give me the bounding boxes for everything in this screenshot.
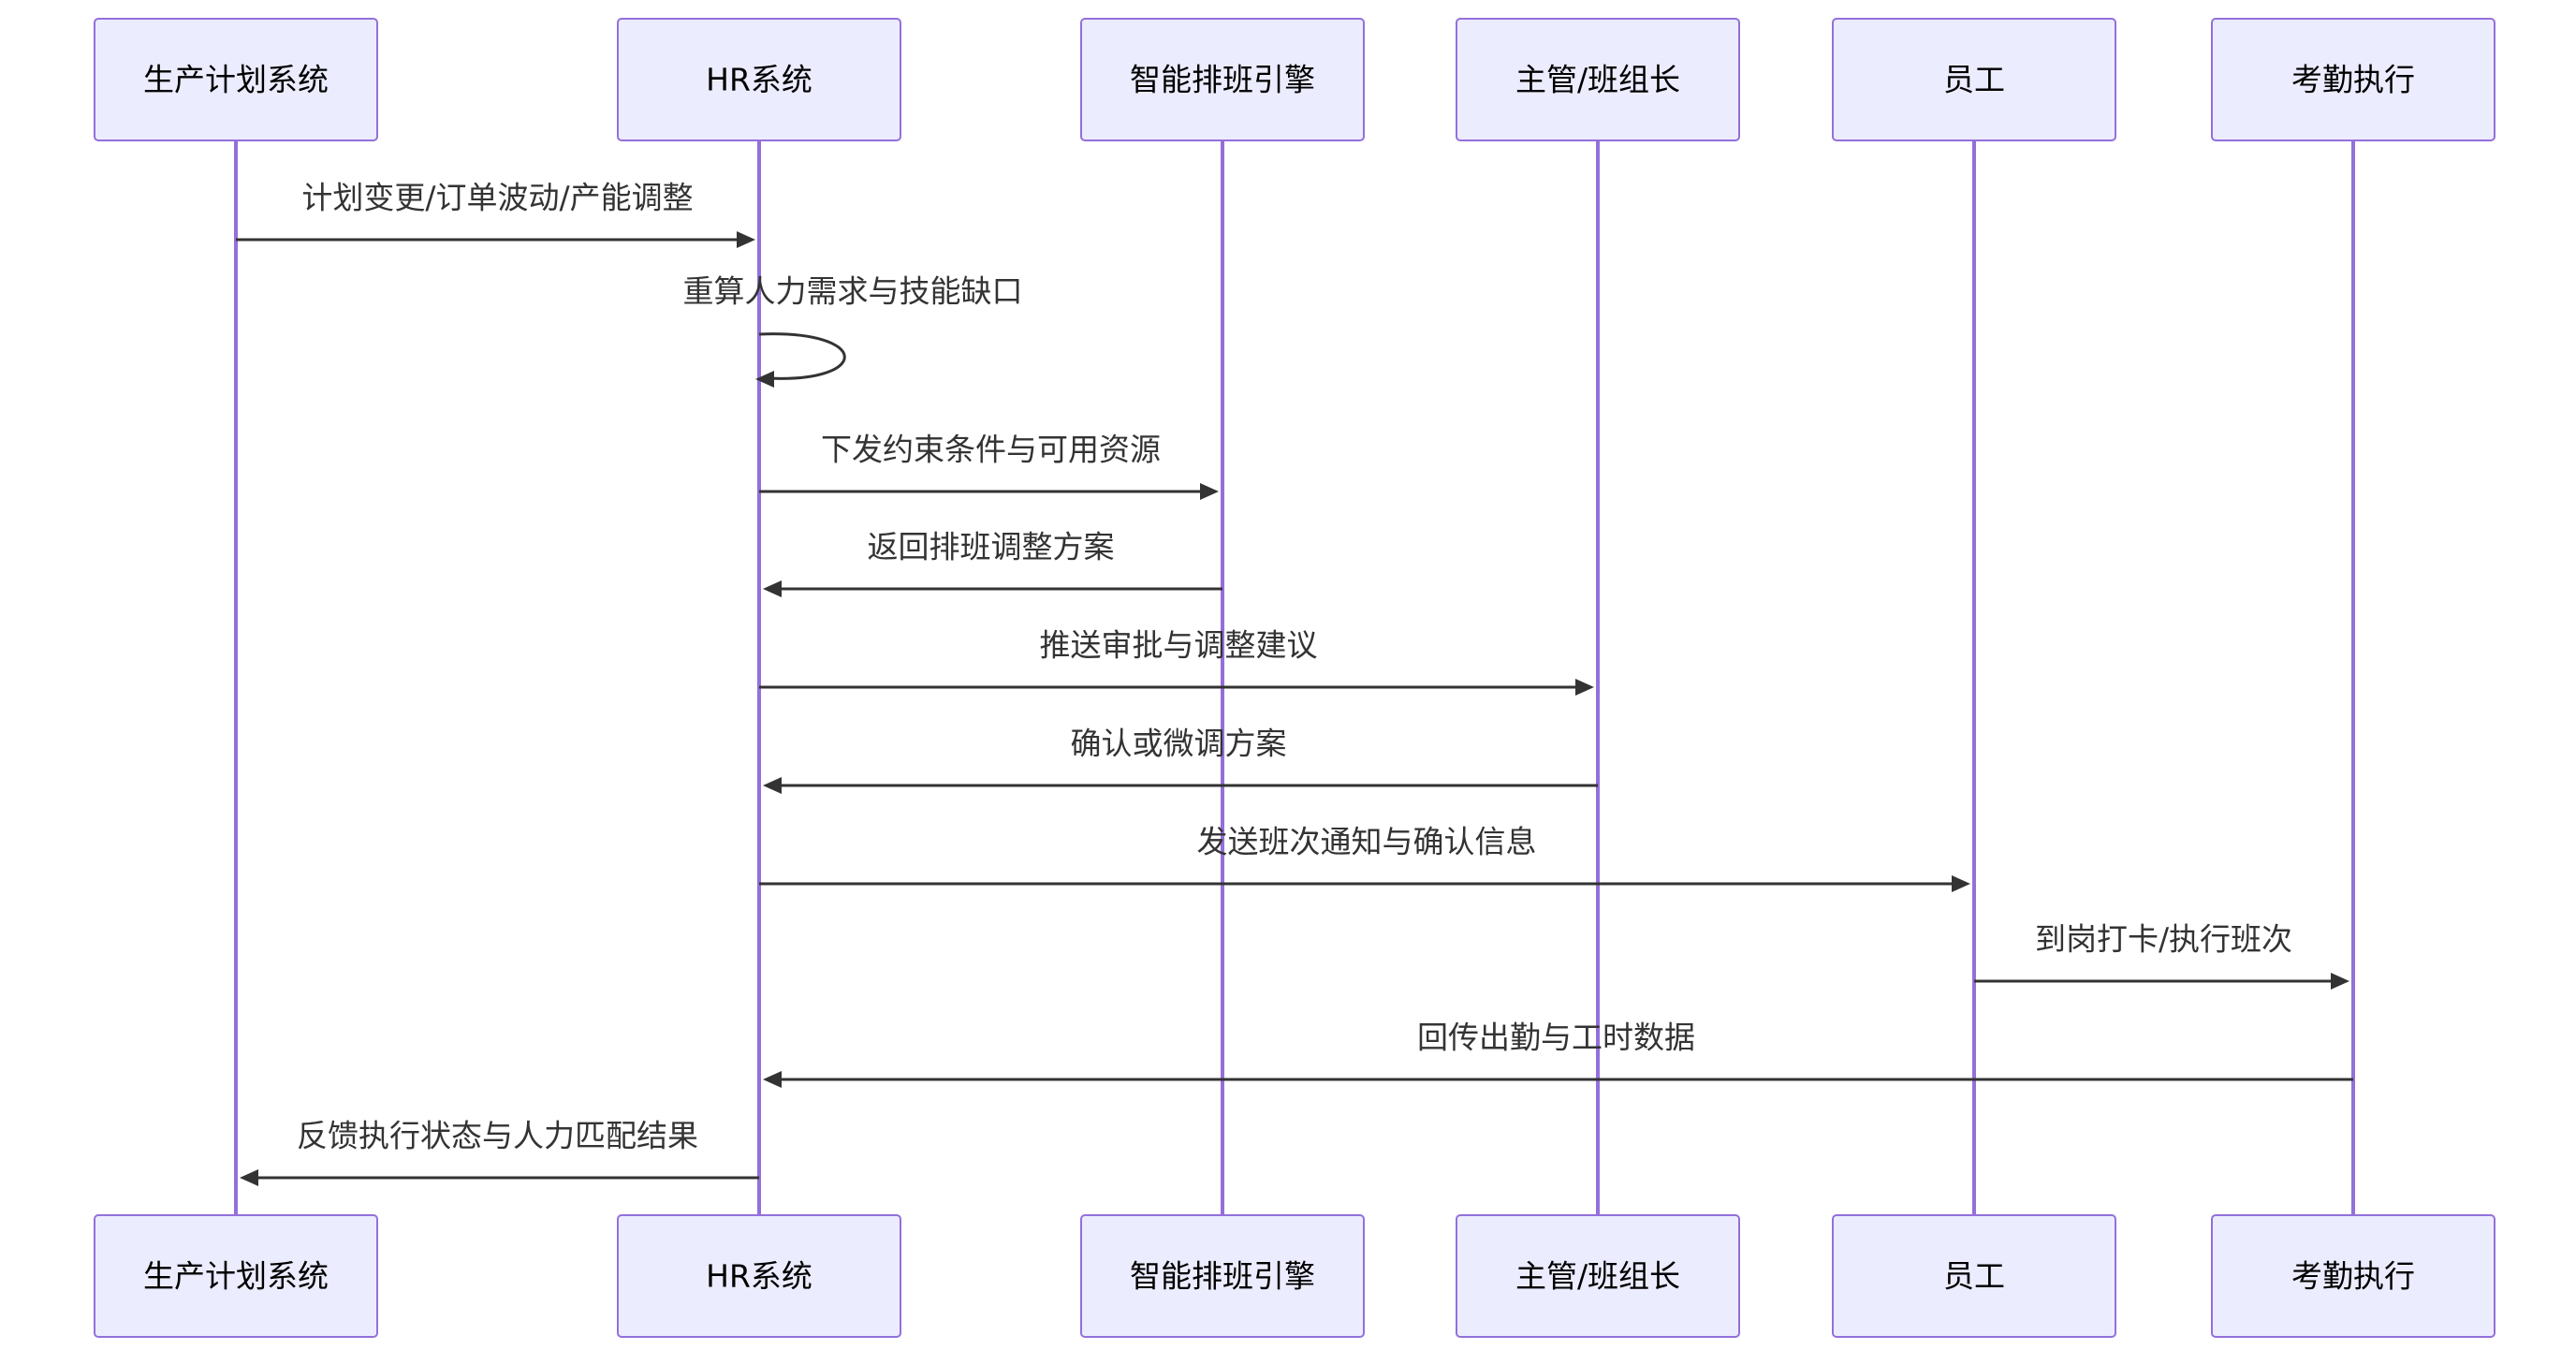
participant-label: HR系统 (706, 62, 812, 98)
participant-label: 考勤执行 (2291, 62, 2415, 98)
messages: 计划变更/订单波动/产能调整重算人力需求与技能缺口下发约束条件与可用资源返回排班… (236, 180, 2353, 1186)
participant-label: 生产计划系统 (143, 62, 329, 98)
participants-top: 生产计划系统 HR系统 智能排班引擎 主管/班组长 员工 考勤执行 (94, 18, 2496, 141)
participant-box (94, 1214, 378, 1338)
message-label: 推送审批与调整建议 (1040, 627, 1318, 664)
participant-plan-bottom: 生产计划系统 (94, 1214, 378, 1338)
participant-engine-bottom: 智能排班引擎 (1080, 1214, 1365, 1338)
message-arrowhead (755, 371, 774, 388)
participant-box (617, 1214, 901, 1338)
participant-box (2211, 18, 2496, 141)
participants-bottom: 生产计划系统 HR系统 智能排班引擎 主管/班组长 员工 考勤执行 (94, 1214, 2496, 1338)
message-arrowhead (1200, 483, 1219, 500)
participant-box (617, 18, 901, 141)
participant-box (94, 18, 378, 141)
participant-hr-top: HR系统 (617, 18, 901, 141)
message-arrowhead (2331, 973, 2349, 990)
participant-label: 考勤执行 (2291, 1258, 2415, 1295)
participant-box (1080, 1214, 1365, 1338)
participant-attendance-top: 考勤执行 (2211, 18, 2496, 141)
message-4: 返回排班调整方案 (763, 529, 1222, 597)
message-label: 确认或微调方案 (1071, 726, 1287, 762)
message-2: 重算人力需求与技能缺口 (683, 273, 1023, 388)
message-arrowhead (1952, 875, 1970, 892)
participant-label: 智能排班引擎 (1130, 1258, 1315, 1295)
participant-box (1456, 1214, 1740, 1338)
message-arrowhead (763, 1071, 782, 1088)
participant-supervisor-top: 主管/班组长 (1456, 18, 1740, 141)
message-label: 到岗打卡/执行班次 (2035, 921, 2292, 958)
participant-label: 生产计划系统 (143, 1258, 329, 1295)
message-line (758, 332, 846, 380)
participant-label: 主管/班组长 (1515, 62, 1680, 98)
participant-label: 员工 (1943, 1258, 2005, 1295)
message-5: 推送审批与调整建议 (759, 627, 1594, 696)
message-9: 回传出勤与工时数据 (763, 1020, 2353, 1088)
message-arrowhead (737, 231, 755, 248)
message-label: 重算人力需求与技能缺口 (683, 273, 1023, 310)
message-label: 发送班次通知与确认信息 (1197, 824, 1537, 860)
participant-employee-top: 员工 (1832, 18, 2116, 141)
participant-label: HR系统 (706, 1258, 812, 1295)
message-arrowhead (240, 1169, 258, 1186)
participant-box (1080, 18, 1365, 141)
message-arrowhead (763, 777, 782, 794)
message-8: 到岗打卡/执行班次 (1974, 921, 2349, 990)
participant-box (1832, 1214, 2116, 1338)
message-arrowhead (763, 580, 782, 597)
participant-attendance-bottom: 考勤执行 (2211, 1214, 2496, 1338)
participant-hr-bottom: HR系统 (617, 1214, 901, 1338)
participant-supervisor-bottom: 主管/班组长 (1456, 1214, 1740, 1338)
participant-employee-bottom: 员工 (1832, 1214, 2116, 1338)
participant-label: 主管/班组长 (1515, 1258, 1680, 1295)
message-label: 回传出勤与工时数据 (1417, 1020, 1695, 1056)
message-3: 下发约束条件与可用资源 (759, 432, 1219, 500)
message-arrowhead (1575, 679, 1594, 696)
message-1: 计划变更/订单波动/产能调整 (236, 180, 755, 248)
participant-plan-top: 生产计划系统 (94, 18, 378, 141)
participant-label: 智能排班引擎 (1130, 62, 1315, 98)
participant-box (1832, 18, 2116, 141)
participant-label: 员工 (1943, 62, 2005, 98)
message-label: 返回排班调整方案 (868, 529, 1115, 565)
participant-box (2211, 1214, 2496, 1338)
message-label: 下发约束条件与可用资源 (821, 432, 1161, 468)
participant-box (1456, 18, 1740, 141)
lifelines (234, 140, 2355, 1215)
message-10: 反馈执行状态与人力匹配结果 (240, 1118, 759, 1186)
message-7: 发送班次通知与确认信息 (759, 824, 1970, 892)
message-label: 计划变更/订单波动/产能调整 (301, 180, 693, 216)
message-6: 确认或微调方案 (763, 726, 1598, 794)
message-label: 反馈执行状态与人力匹配结果 (297, 1118, 698, 1154)
participant-engine-top: 智能排班引擎 (1080, 18, 1365, 141)
